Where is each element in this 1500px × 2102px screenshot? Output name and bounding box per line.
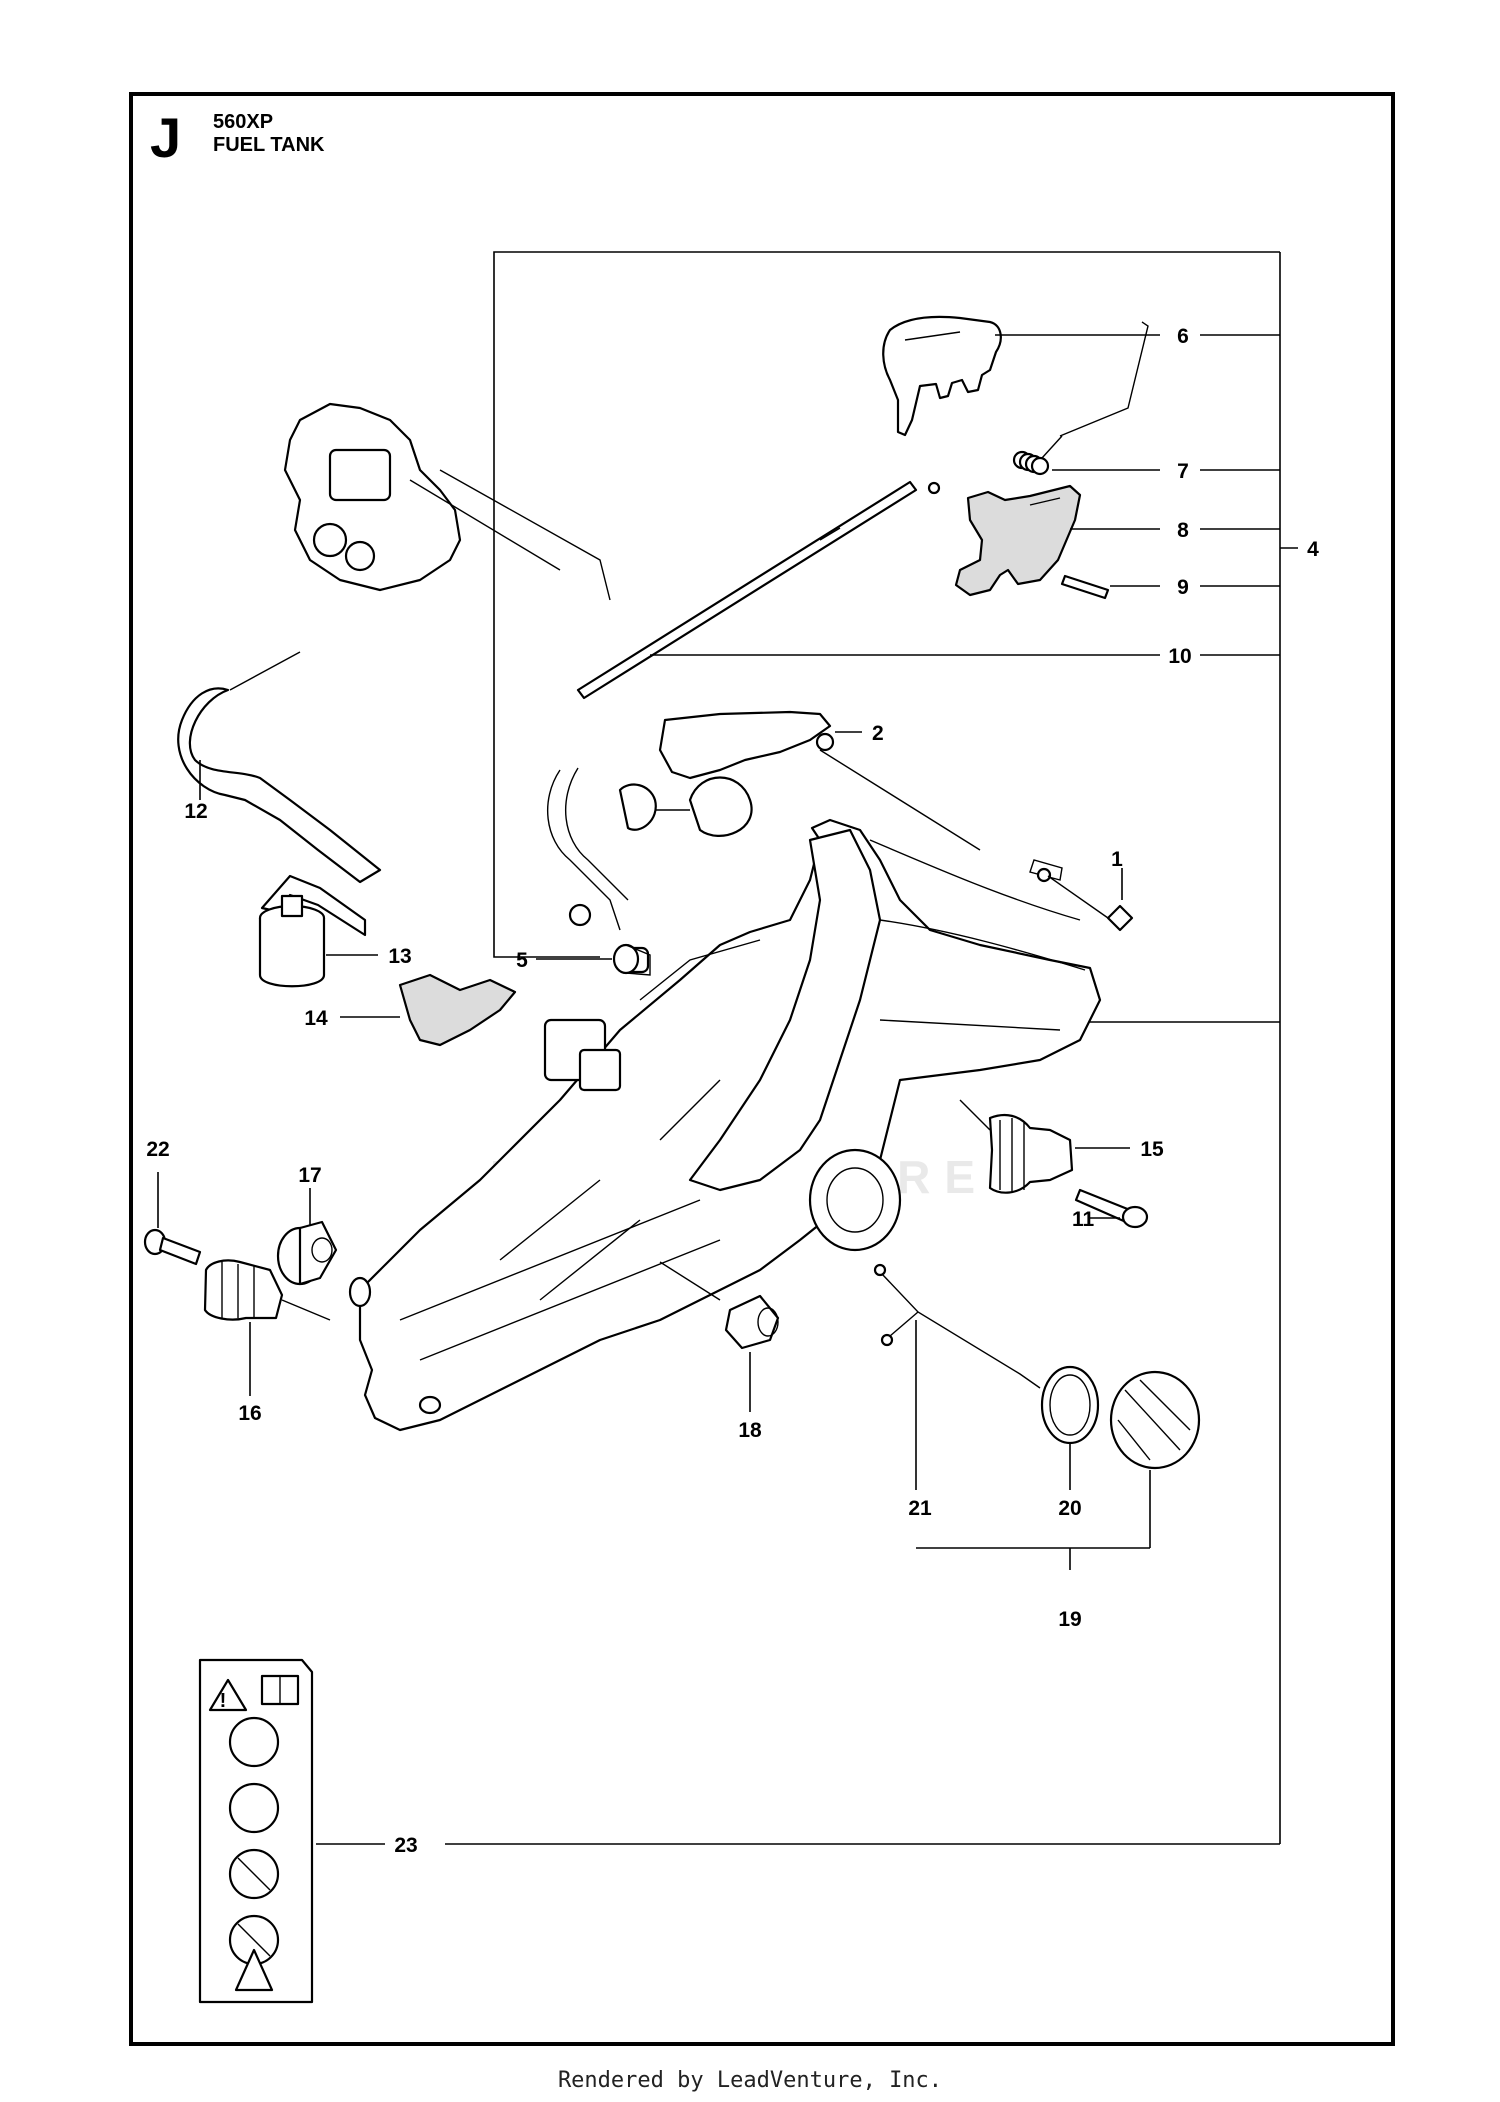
section-letter: J xyxy=(150,106,182,169)
fuel-filter-part xyxy=(258,874,378,988)
model-number: 560XP xyxy=(213,111,274,133)
callout-19: 19 xyxy=(1058,1608,1081,1631)
warning-decal-part: ! xyxy=(198,1658,385,2004)
throttle-lockout-part xyxy=(882,315,1160,437)
grommet-part xyxy=(536,943,651,976)
screw-22-part xyxy=(143,1172,202,1266)
tank-cover-part xyxy=(340,973,517,1047)
spring-part xyxy=(1012,321,1160,476)
callout-22: 22 xyxy=(146,1138,169,1161)
callout-14: 14 xyxy=(304,1007,328,1030)
callout-1: 1 xyxy=(1111,848,1123,871)
buffer-17-part xyxy=(276,1188,372,1308)
fuel-tank-body-part xyxy=(358,818,1102,1432)
callout-17: 17 xyxy=(298,1164,321,1187)
footer-credit: Rendered by LeadVenture, Inc. xyxy=(557,2068,943,2093)
callout-6: 6 xyxy=(1177,325,1189,348)
primer-and-tubes-part xyxy=(547,767,753,974)
callout-2: 2 xyxy=(872,722,884,745)
callout-7: 7 xyxy=(1177,460,1189,483)
callout-11: 11 xyxy=(1072,1208,1095,1231)
callout-10: 10 xyxy=(1168,645,1191,668)
diagram-frame xyxy=(129,92,1395,2046)
callout-4: 4 xyxy=(1307,538,1319,561)
callout-21: 21 xyxy=(908,1497,932,1520)
throttle-trigger-part xyxy=(954,484,1160,597)
handle-insert-part xyxy=(658,710,981,851)
callout-9: 9 xyxy=(1177,576,1189,599)
av-spring-15-part xyxy=(959,1099,1130,1194)
svg-text:!: ! xyxy=(220,1690,227,1712)
o-ring-part xyxy=(1040,1365,1100,1490)
group-bracket-4 xyxy=(445,251,1298,1845)
screw-1-part xyxy=(1047,868,1134,932)
callout-8: 8 xyxy=(1177,519,1189,542)
screw-11-part xyxy=(1074,1188,1149,1229)
fuel-hose-part xyxy=(177,651,382,884)
page-title: FUEL TANK xyxy=(213,134,325,156)
callout-15: 15 xyxy=(1140,1138,1164,1161)
carburetor-part xyxy=(283,402,611,601)
callout-20: 20 xyxy=(1058,1497,1081,1520)
callout-23: 23 xyxy=(394,1834,417,1857)
fuel-cap-part xyxy=(1109,1370,1201,1548)
pin-part xyxy=(1060,574,1160,600)
plug-18-part xyxy=(659,1261,780,1412)
callout-13: 13 xyxy=(388,945,411,968)
av-spring-16-part xyxy=(203,1259,331,1396)
callout-5: 5 xyxy=(516,949,528,972)
tether-part xyxy=(873,1263,1041,1490)
callout-labels: 1 2 4 5 6 7 8 9 10 11 12 13 14 15 16 17 … xyxy=(146,325,1319,1857)
group-bracket-19 xyxy=(916,1547,1150,1570)
callout-18: 18 xyxy=(738,1419,762,1442)
throttle-rod-part xyxy=(576,480,1160,700)
callout-12: 12 xyxy=(184,800,207,823)
callout-16: 16 xyxy=(238,1402,261,1425)
